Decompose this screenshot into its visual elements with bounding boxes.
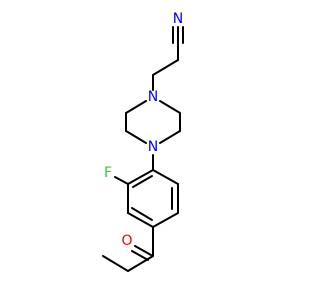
carbonyl-double-bond-1: [134, 245, 152, 256]
atom-label-n-nitrile: N: [173, 11, 183, 27]
atom-label-oxygen: O: [121, 233, 132, 249]
piperazine-bond-4: [125, 130, 147, 144]
propanoyl-group: [102, 226, 154, 272]
linker-bond-1: [152, 59, 179, 76]
atom-label-n-piperazine-top: N: [148, 89, 158, 105]
piperazine-ring: [125, 100, 181, 144]
molecule-structure: N N N F O: [102, 11, 184, 272]
carbonyl-double-bond-2: [131, 250, 149, 261]
ring-bond-4-inner: [131, 207, 153, 221]
ring-bond-1: [152, 169, 179, 185]
benzene-ring: [127, 169, 179, 228]
carbonyl-ethyl-bond: [127, 255, 154, 272]
ethyl-terminal-bond: [102, 255, 129, 272]
atom-label-fluorine: F: [104, 165, 112, 181]
ring-bond-3: [152, 212, 179, 228]
c-f-bond: [114, 176, 129, 185]
piperazine-bond-6: [125, 100, 147, 114]
ring-bond-6: [127, 169, 154, 185]
ring-bond-6-inner: [132, 175, 153, 188]
ring-bond-4: [127, 212, 154, 228]
ethyl-linker: [152, 59, 179, 91]
nitrile-group: [172, 26, 184, 61]
piperazine-bond-1: [159, 100, 181, 114]
atom-label-n-piperazine-bottom: N: [148, 139, 158, 155]
piperazine-bond-3: [159, 130, 181, 144]
